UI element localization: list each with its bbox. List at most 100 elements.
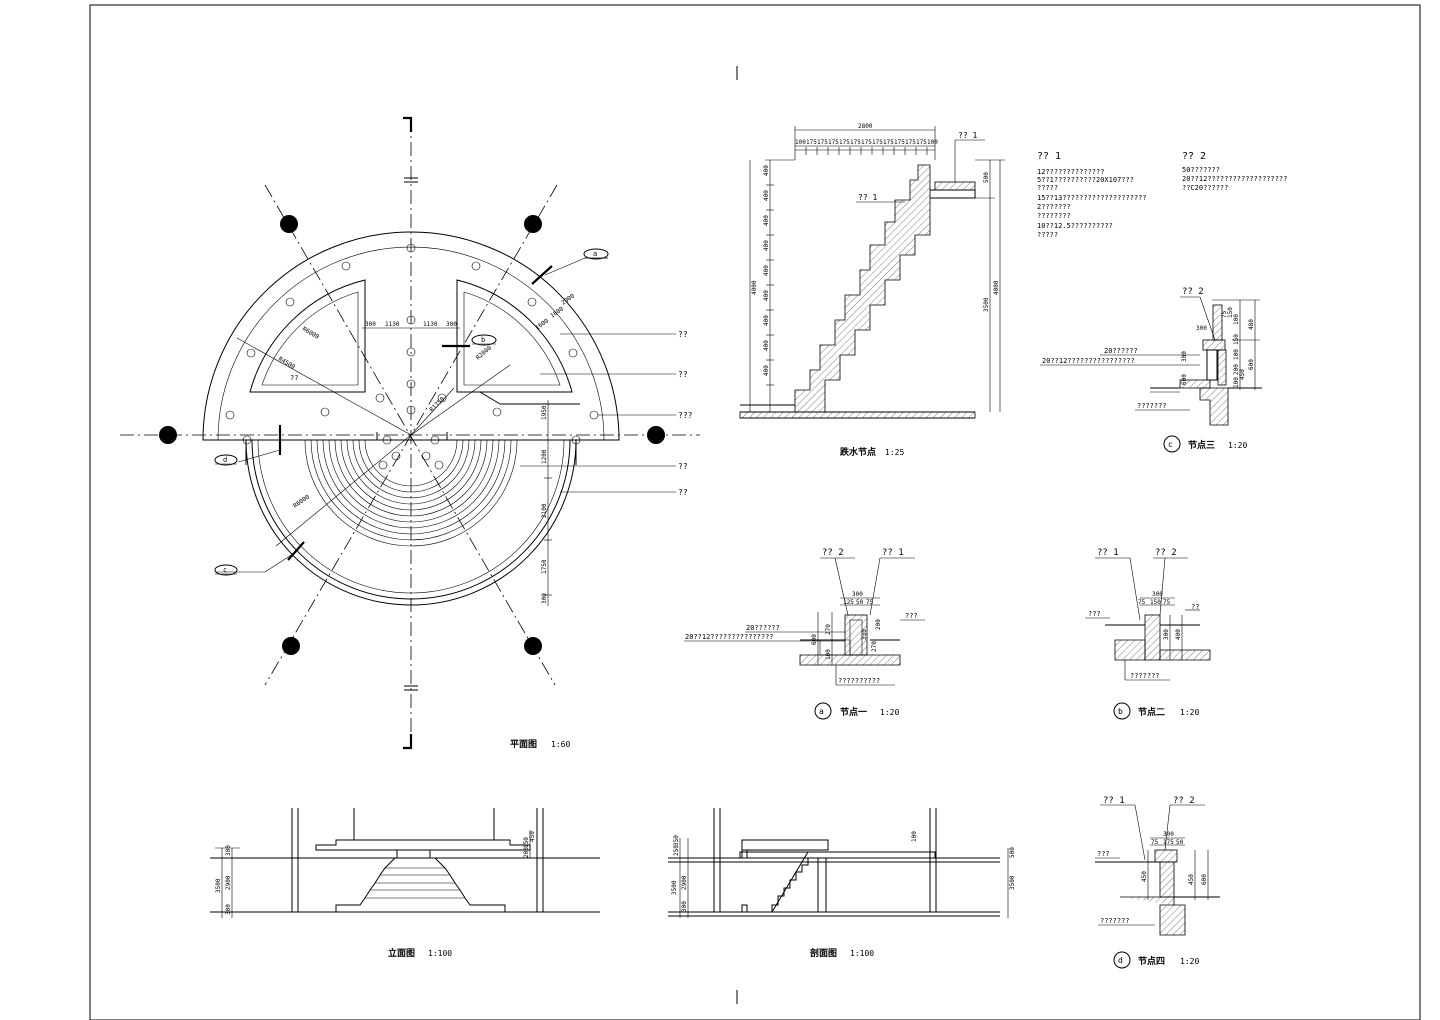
plan-lower-bowl-outer	[245, 439, 577, 606]
section-marker-c: c	[214, 551, 297, 576]
node-3-title: 节点三	[1188, 439, 1215, 451]
svg-text:???: ???	[1088, 610, 1101, 618]
svg-text:???????: ???????	[1137, 402, 1167, 410]
svg-text:R6000: R6000	[292, 493, 311, 509]
svg-text:10??12.5??????????: 10??12.5??????????	[1037, 222, 1113, 230]
sheet-border	[89, 4, 1421, 1020]
svg-text:1:20: 1:20	[1180, 708, 1199, 717]
svg-text:150: 150	[1150, 599, 1161, 606]
svg-text:300: 300	[681, 901, 688, 912]
svg-text:???????: ???????	[1100, 917, 1130, 925]
lamp-dot	[524, 637, 542, 655]
svg-text:3500: 3500	[215, 878, 222, 893]
plan-upper-platform-inner	[217, 246, 605, 441]
svg-text:600: 600	[1201, 874, 1208, 885]
svg-text:3500: 3500	[1009, 875, 1016, 890]
svg-text:175: 175	[883, 139, 894, 146]
svg-text:500: 500	[983, 172, 990, 183]
svg-text:175: 175	[916, 139, 927, 146]
svg-text:200: 200	[523, 847, 530, 858]
svg-text:400: 400	[763, 340, 770, 351]
plan-axis-end-top	[403, 116, 413, 132]
lamp-dot	[647, 426, 665, 444]
plan-axis-diag-1	[264, 184, 556, 686]
svg-text:??????????: ??????????	[838, 677, 880, 685]
radius-leader	[410, 387, 455, 436]
svg-text:1:20: 1:20	[1228, 441, 1247, 450]
svg-text:300: 300	[365, 321, 376, 328]
svg-text:75: 75	[1138, 599, 1146, 606]
plan-upper-platform	[202, 231, 620, 441]
svg-text:400: 400	[763, 265, 770, 276]
svg-text:R4500: R4500	[277, 356, 296, 371]
svg-text:??C20??????: ??C20??????	[1182, 184, 1228, 192]
svg-text:1200: 1200	[541, 449, 548, 464]
planter-right-inner	[463, 291, 561, 386]
svg-text:100: 100	[1233, 349, 1240, 360]
svg-text:150: 150	[1233, 334, 1240, 345]
svg-text:a: a	[819, 707, 824, 716]
svg-text:450: 450	[1239, 369, 1246, 380]
svg-text:400: 400	[763, 190, 770, 201]
svg-text:175: 175	[1163, 839, 1174, 846]
material-notes: ?? 1 12?????????????? 5??1??????????20X1…	[1037, 151, 1287, 239]
radius-leader	[275, 434, 412, 547]
svg-text:300: 300	[225, 904, 232, 915]
section-title: 剖面图	[810, 947, 837, 959]
svg-text:300: 300	[1196, 325, 1207, 332]
svg-text:75: 75	[1221, 310, 1228, 318]
plan-title: 平面图	[510, 739, 537, 750]
svg-text:??: ??	[290, 374, 298, 382]
lamp-dot	[280, 215, 298, 233]
svg-text:1130: 1130	[423, 321, 438, 328]
svg-text:15??13????????????????????: 15??13????????????????????	[1037, 194, 1147, 202]
plan-steps	[304, 439, 518, 547]
svg-text:d: d	[1118, 956, 1123, 965]
svg-text:c: c	[1168, 440, 1173, 449]
svg-text:200: 200	[1233, 364, 1240, 375]
svg-text:300: 300	[1152, 591, 1163, 598]
svg-text:100: 100	[1233, 377, 1240, 388]
svg-text:300: 300	[541, 593, 548, 604]
plan-axis-end-bottom	[403, 734, 413, 750]
planter-left-inner	[261, 291, 359, 386]
svg-text:300: 300	[446, 321, 457, 328]
waterfall-node: ?? 1 ?? 1 2800 100 175 175 175 175 175 1…	[739, 123, 1005, 458]
svg-text:20??12???????????????????: 20??12???????????????????	[1182, 175, 1287, 183]
plan-light-circles	[225, 243, 599, 470]
plan-lower-bowl-outer3	[257, 439, 565, 594]
svg-text:b: b	[481, 336, 485, 344]
svg-text:2800: 2800	[858, 123, 873, 130]
svg-text:75: 75	[1163, 599, 1171, 606]
elevation-view: 300 2900 3500 300 150 200 450 立面图 1:100	[210, 808, 600, 959]
svg-text:4000: 4000	[993, 280, 1000, 295]
svg-text:100: 100	[911, 831, 918, 842]
svg-text:270: 270	[825, 624, 832, 635]
svg-text:600: 600	[1181, 374, 1188, 385]
svg-text:20??????: 20??????	[1104, 347, 1138, 355]
svg-text:500: 500	[1009, 847, 1016, 858]
svg-text:2900: 2900	[225, 875, 232, 890]
svg-text:?? 2: ?? 2	[1182, 151, 1206, 162]
section-marker-a: a	[544, 248, 609, 276]
svg-text:?? 1: ?? 1	[1097, 548, 1119, 558]
svg-text:400: 400	[1175, 629, 1182, 640]
svg-text:?? 2: ?? 2	[1155, 548, 1177, 558]
svg-text:600: 600	[1248, 359, 1255, 370]
svg-text:???: ???	[678, 411, 693, 420]
svg-text:?? 1: ?? 1	[1037, 151, 1061, 162]
svg-text:3500: 3500	[671, 880, 678, 895]
svg-text:400: 400	[763, 315, 770, 326]
svg-text:?? 1: ?? 1	[858, 193, 877, 202]
svg-text:3500: 3500	[983, 297, 990, 312]
radius-leader	[236, 337, 412, 436]
svg-text:400: 400	[763, 290, 770, 301]
svg-text:?? 1: ?? 1	[1103, 796, 1125, 806]
svg-text:175: 175	[806, 139, 817, 146]
svg-text:??: ??	[678, 330, 688, 339]
plan-lower-bowl-outer2	[251, 439, 571, 600]
svg-text:125: 125	[843, 599, 854, 606]
node-2-title: 节点二	[1138, 706, 1165, 718]
svg-text:a: a	[593, 250, 597, 258]
